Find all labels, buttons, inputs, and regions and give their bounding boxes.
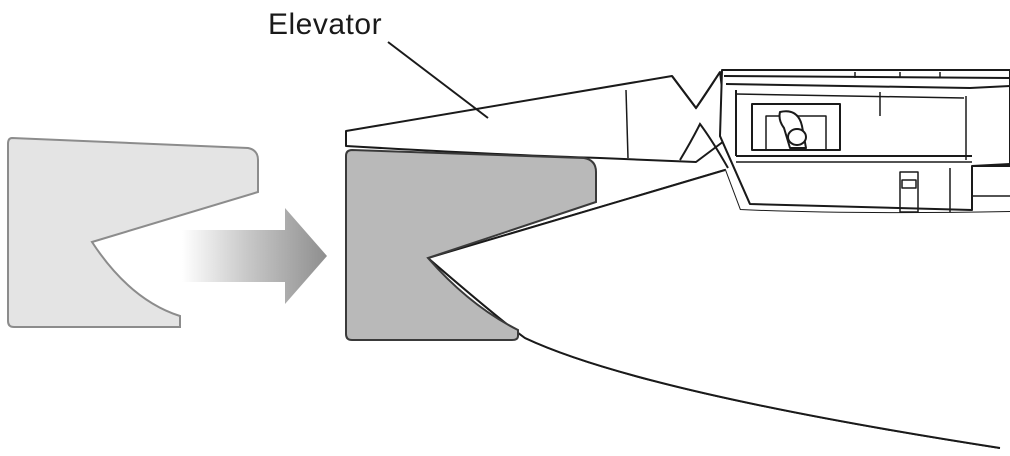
- elevator-tip-part-installed: [345, 148, 597, 341]
- fuselage-body: [428, 170, 1010, 456]
- right-arrow-icon: [182, 208, 327, 304]
- hinge-line: [671, 71, 721, 110]
- elevator-label: Elevator: [268, 8, 382, 41]
- elevator-surface: [345, 71, 729, 163]
- tail-assembly: [719, 69, 1010, 213]
- callout-leader-line: [387, 41, 489, 119]
- hinge-line-lower: [679, 122, 729, 169]
- fuselage-outline: [427, 168, 1010, 259]
- elevator-tip-part-before: [7, 136, 259, 328]
